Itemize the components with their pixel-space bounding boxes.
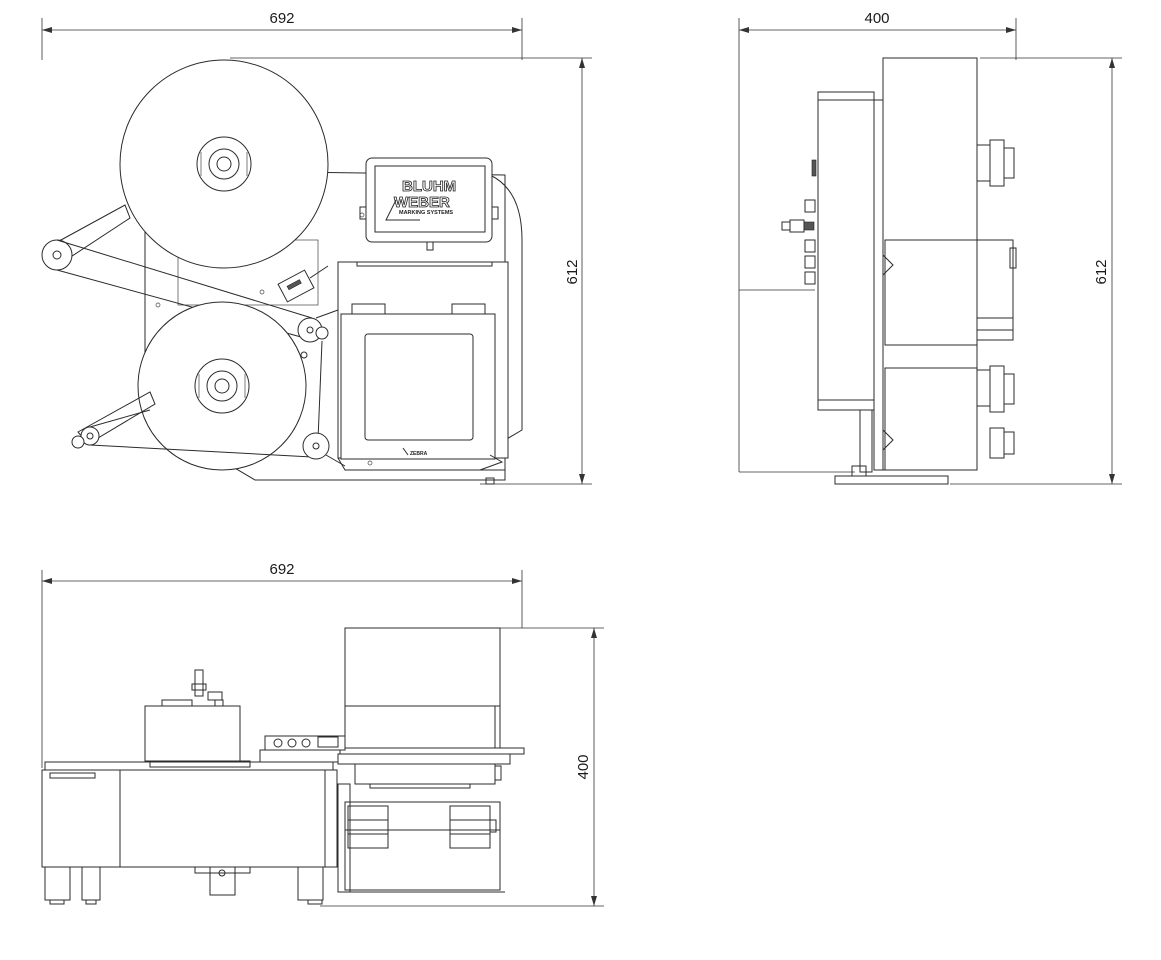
bluhm-weber-logo-panel: BLUHM WEBER MARKING SYSTEMS [359,157,499,251]
printer-module: ZEBRA [337,261,509,485]
top-width-dimension: 692 [41,561,523,768]
lower-dancer-arm [71,391,313,458]
front-width-dimension: 692 [41,10,523,60]
logo-line2: WEBER [394,194,450,211]
side-height-label: 612 [1093,259,1110,284]
logo-line3: MARKING SYSTEMS [399,210,453,216]
side-height-dimension: 612 [738,57,1122,485]
top-view: 692 400 [41,561,604,907]
front-height-dimension: 612 [230,57,592,485]
front-view: 692 612 [41,10,592,485]
top-width-label: 692 [269,561,294,578]
logo-line1: BLUHM [402,178,456,195]
valve-block [264,735,346,751]
controller-box [144,669,241,762]
front-height-label: 612 [564,259,581,284]
side-view: 400 612 [738,10,1122,485]
front-width-label: 692 [269,10,294,27]
top-height-dimension: 400 [320,627,604,907]
printer-brand: ZEBRA [410,451,428,457]
side-connector [781,159,817,285]
side-width-label: 400 [864,10,889,27]
upper-label-reel [119,59,329,269]
top-height-label: 400 [575,754,592,779]
top-printer-module [337,753,511,893]
lower-label-reel [137,301,307,471]
sensor-part [277,265,329,303]
side-width-dimension: 400 [738,10,1017,290]
